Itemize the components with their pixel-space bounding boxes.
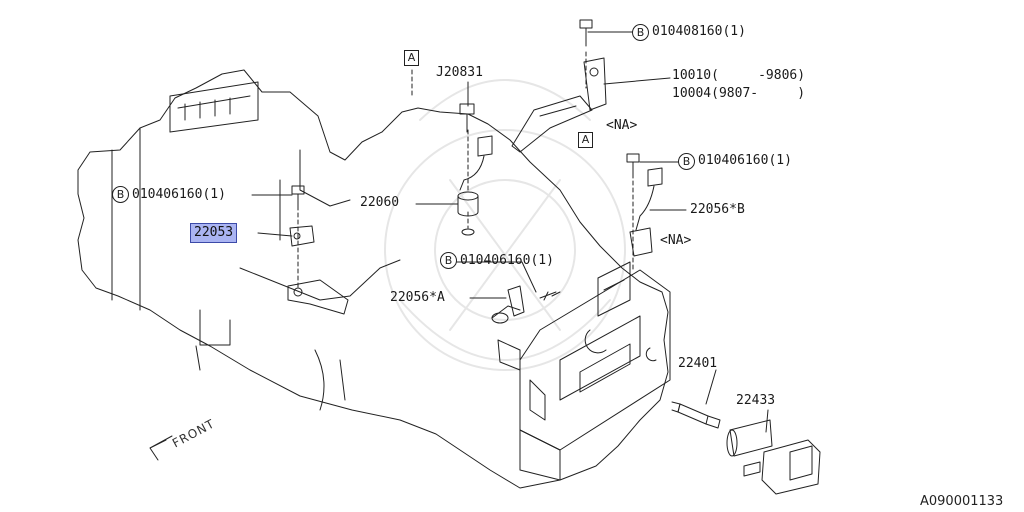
label-10004: 10004(9807- ) (672, 86, 806, 101)
part-10010-bracket (511, 57, 607, 153)
leader-lines (251, 31, 769, 433)
bolt-mark-mid: B (440, 252, 457, 269)
part-22060-sensor (457, 135, 493, 236)
label-22056a: 22056*A (390, 290, 445, 305)
label-10010: 10010( -9806) (672, 68, 806, 83)
label-na-top: <NA> (606, 118, 638, 133)
leader-dashes (297, 51, 634, 291)
watermark-emblem (384, 79, 626, 371)
ref-box-a-right: A (578, 132, 593, 148)
bolt-top (579, 19, 593, 47)
image-code: A090001133 (920, 494, 1004, 509)
label-bolt-mid: 010406160(1) (460, 253, 554, 268)
ref-box-a-left: A (404, 50, 419, 66)
part-22056a-sensor (491, 285, 525, 324)
bolt-mark-left: B (112, 186, 129, 203)
label-bolt-top: 010408160(1) (652, 24, 746, 39)
label-22060: 22060 (360, 195, 400, 210)
part-22433-ignition-coil (726, 419, 821, 495)
bolt-mid (539, 291, 561, 301)
label-na-right: <NA> (660, 233, 692, 248)
part-22056b-sensor (629, 167, 663, 257)
label-j20831: J20831 (436, 65, 483, 80)
label-22433: 22433 (736, 393, 776, 408)
bolt-right (626, 153, 640, 177)
part-22401-spark-plug (671, 401, 721, 429)
highlighted-part-22053[interactable]: 22053 (190, 223, 238, 243)
bolt-mark-right: B (678, 153, 695, 170)
label-22056b: 22056*B (690, 202, 745, 217)
bolt-j20831 (459, 103, 475, 133)
label-22401: 22401 (678, 356, 718, 371)
front-arrow-icon (149, 435, 173, 461)
bolt-mark-top: B (632, 24, 649, 41)
label-bolt-left: 010406160(1) (132, 187, 226, 202)
part-22053-sensor (287, 225, 349, 315)
engine-block (77, 69, 671, 489)
bolt-left (291, 185, 305, 209)
label-bolt-right: 010406160(1) (698, 153, 792, 168)
